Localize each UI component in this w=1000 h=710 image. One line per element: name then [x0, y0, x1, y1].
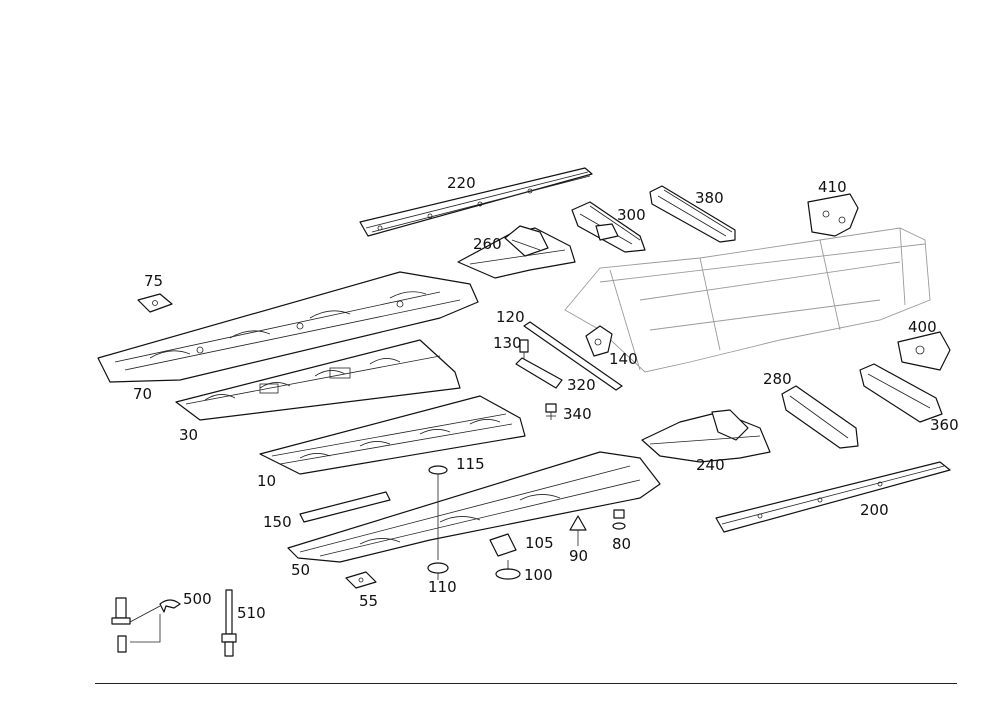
label-115: 115: [456, 455, 485, 473]
label-30: 30: [179, 426, 199, 444]
part-10-floor-panel[interactable]: [259, 395, 526, 475]
part-80-nut[interactable]: [612, 509, 626, 530]
part-240-crossmember[interactable]: [641, 409, 771, 463]
label-120: 120: [496, 308, 525, 326]
label-360: 360: [930, 416, 959, 434]
label-105: 105: [525, 534, 554, 552]
label-280: 280: [763, 370, 792, 388]
part-55-clip[interactable]: [345, 571, 377, 589]
part-410-bracket[interactable]: [807, 193, 859, 237]
label-240: 240: [696, 456, 725, 474]
part-75-clip[interactable]: [137, 293, 173, 313]
label-150: 150: [263, 513, 292, 531]
label-50: 50: [291, 561, 311, 579]
label-500: 500: [183, 590, 212, 608]
label-80: 80: [612, 535, 632, 553]
part-300-bracket[interactable]: [571, 201, 646, 253]
label-220: 220: [447, 174, 476, 192]
part-400-bracket[interactable]: [897, 331, 951, 371]
label-70: 70: [133, 385, 153, 403]
label-10: 10: [257, 472, 277, 490]
label-300: 300: [617, 206, 646, 224]
label-100: 100: [524, 566, 553, 584]
label-55: 55: [359, 592, 379, 610]
part-280-rail[interactable]: [781, 385, 859, 449]
part-360-rail[interactable]: [859, 363, 943, 423]
label-90: 90: [569, 547, 589, 565]
label-260: 260: [473, 235, 502, 253]
label-200: 200: [860, 501, 889, 519]
part-320-bracket[interactable]: [515, 357, 563, 389]
part-105-block[interactable]: [489, 533, 517, 557]
part-500-bolt-set[interactable]: [111, 597, 181, 653]
part-200-rail[interactable]: [715, 461, 951, 533]
part-100-fastener[interactable]: [495, 560, 521, 580]
label-510: 510: [237, 604, 266, 622]
part-120-strap[interactable]: [523, 321, 623, 391]
part-510-bolt[interactable]: [221, 589, 237, 657]
label-320: 320: [567, 376, 596, 394]
label-140: 140: [609, 350, 638, 368]
body-shell-outline: [564, 227, 931, 373]
label-110: 110: [428, 578, 457, 596]
label-75: 75: [144, 272, 164, 290]
part-115-110-stud[interactable]: [427, 465, 449, 580]
label-410: 410: [818, 178, 847, 196]
label-380: 380: [695, 189, 724, 207]
part-220-rail[interactable]: [359, 167, 593, 237]
label-400: 400: [908, 318, 937, 336]
part-260-bracket[interactable]: [457, 225, 576, 279]
part-150-strip[interactable]: [299, 491, 391, 523]
part-30-floor-panel[interactable]: [175, 339, 461, 421]
label-340: 340: [563, 405, 592, 423]
part-50-floor-panel[interactable]: [287, 451, 661, 563]
part-70-floor-panel[interactable]: [97, 271, 479, 383]
label-130: 130: [493, 334, 522, 352]
part-90-fastener[interactable]: [569, 515, 587, 546]
part-140-mount[interactable]: [585, 325, 613, 357]
part-380-rail[interactable]: [649, 185, 736, 243]
part-340-screw[interactable]: [545, 403, 557, 420]
bottom-divider: [95, 683, 957, 684]
